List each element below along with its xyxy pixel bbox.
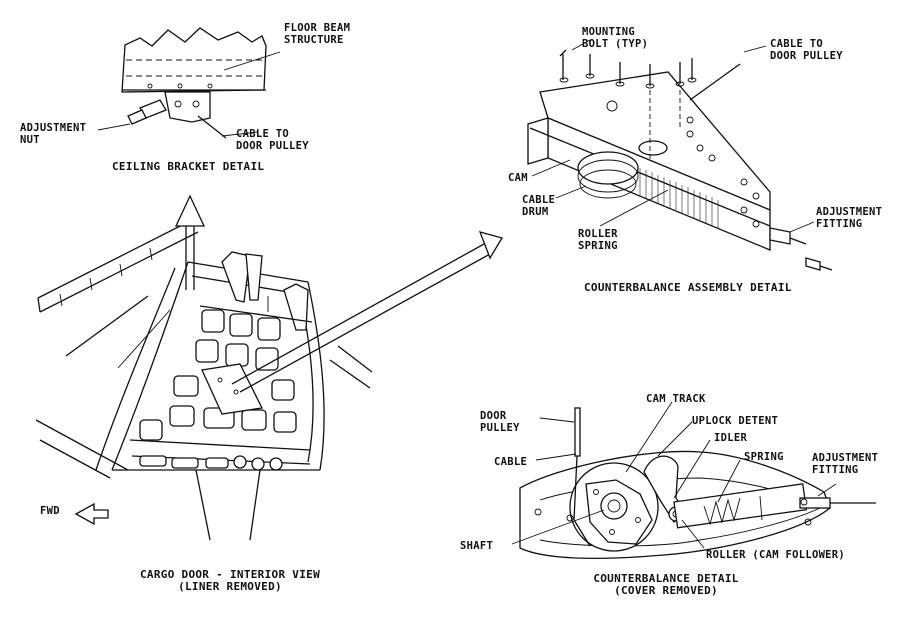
counterbalance-detail-drawing (511, 401, 876, 560)
label-cam-track: CAM TRACK (646, 393, 706, 405)
label-assembly-cable-to-door-pulley: CABLE TO DOOR PULLEY (770, 38, 843, 62)
caption-counterbalance-detail: COUNTERBALANCE DETAIL (COVER REMOVED) (593, 572, 739, 597)
label-door-pulley: DOOR PULLEY (480, 410, 520, 434)
label-idler: IDLER (714, 432, 748, 444)
label-spring: SPRING (744, 451, 784, 463)
label-detail-adjustment-fitting: ADJUSTMENT FITTING (812, 452, 879, 476)
caption-counterbalance-assembly-detail: COUNTERBALANCE ASSEMBLY DETAIL (584, 281, 792, 294)
label-cable-drum: CABLE DRUM (522, 194, 556, 218)
label-cable: CABLE (494, 456, 528, 468)
ceiling-bracket-drawing (97, 27, 281, 139)
label-adjustment-nut: ADJUSTMENT NUT (20, 122, 87, 146)
label-roller-cam-follower: ROLLER (CAM FOLLOWER) (706, 549, 846, 561)
label-assembly-adjustment-fitting: ADJUSTMENT FITTING (816, 206, 883, 230)
cargo-door-drawing (35, 194, 503, 541)
caption-ceiling-bracket-detail: CEILING BRACKET DETAIL (112, 160, 265, 173)
caption-cargo-door-interior-view: CARGO DOOR - INTERIOR VIEW (LINER REMOVE… (140, 568, 320, 593)
label-ceiling-cable-to-door-pulley: CABLE TO DOOR PULLEY (236, 128, 309, 152)
label-fwd: FWD (40, 505, 60, 517)
label-shaft: SHAFT (460, 540, 494, 552)
counterbalance-assembly-drawing (527, 39, 833, 271)
label-roller-spring: ROLLER SPRING (578, 228, 618, 252)
label-uplock-detent: UPLOCK DETENT (692, 415, 779, 427)
label-mounting-bolt: MOUNTING BOLT (TYP) (582, 26, 649, 50)
label-cam: CAM (508, 172, 528, 184)
label-floor-beam-structure: FLOOR BEAM STRUCTURE (284, 22, 351, 46)
